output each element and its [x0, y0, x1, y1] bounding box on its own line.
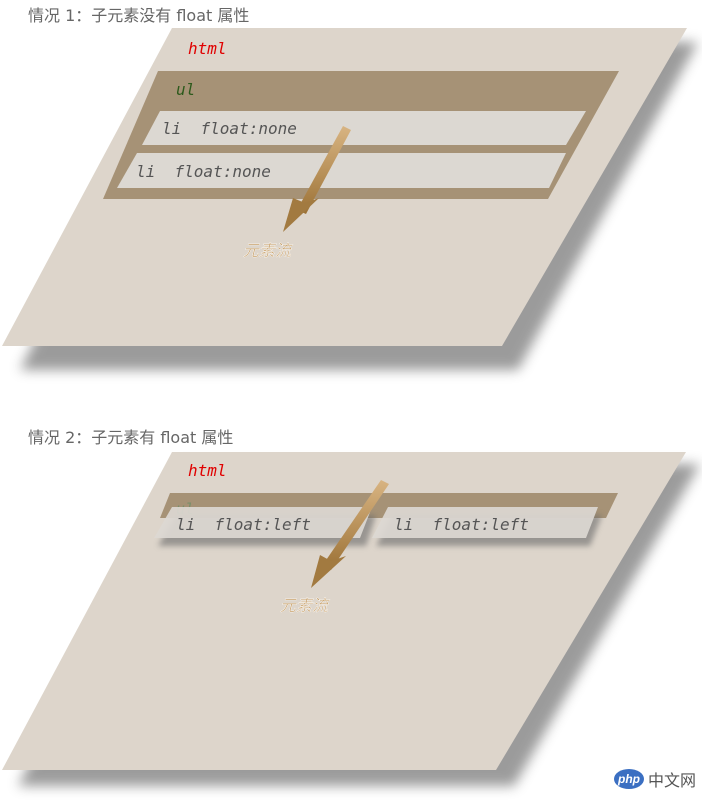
diagram1-ul-label: ul: [176, 80, 195, 99]
diagram1-li-2-box: [117, 153, 566, 188]
diagram2-li-2-label: li float:left: [394, 515, 529, 534]
diagram2-html-label: html: [188, 461, 227, 480]
php-logo-text: 中文网: [648, 771, 697, 790]
diagram1-flow-label: 元素流: [243, 241, 293, 260]
diagram2-li-1-label: li float:left: [176, 515, 311, 534]
diagram2-li-2-box: [372, 507, 598, 538]
diagram2-flow-arrow: [311, 480, 389, 588]
diagram1: html ul li float:none li float:none 元素流: [2, 28, 698, 370]
diagram1-html-label: html: [188, 39, 227, 58]
diagram1-flow-arrow: [283, 126, 351, 232]
diagram2-flow-label: 元素流: [280, 596, 330, 615]
diagram2-title: 情况 2：子元素有 float 属性: [28, 428, 234, 447]
php-cn-logo: php 中文网: [614, 768, 696, 790]
diagram1-title: 情况 1：子元素没有 float 属性: [28, 6, 250, 25]
diagram1-li-1-box: [142, 111, 586, 145]
diagram2: html ul li float:left li float:left 元素流: [2, 452, 700, 786]
diagram1-li-1-label: li float:none: [162, 119, 297, 138]
diagram2-li-1-box: [154, 507, 372, 538]
php-logo-badge: php: [614, 769, 644, 789]
diagram1-li-2-label: li float:none: [136, 162, 271, 181]
